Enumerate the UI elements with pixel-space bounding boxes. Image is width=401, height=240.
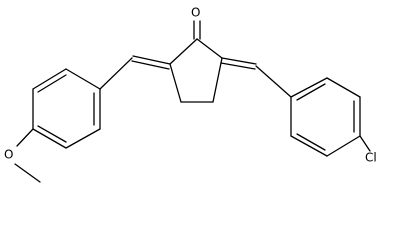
ring-bond-c4-c5 [169,63,182,103]
carbonyl-group: O [191,6,201,40]
molecule-structure: O O [4,6,377,183]
right-alkene-bond-a [221,57,257,65]
aryl-chlorine-bond [359,135,371,152]
right-ring-bond-5 [290,135,328,157]
left-ring-bond-5 [65,128,101,149]
structure-canvas: O O [4,6,377,183]
left-ring-bond-4 [32,128,67,149]
methoxyphenyl-ring [32,68,101,149]
oxygen-methyl-bond [14,163,41,183]
ether-oxygen-label: O [4,148,13,162]
ring-bond-c2-c3 [212,57,223,103]
left-alkene-bond-a [132,55,171,65]
carbonyl-oxygen-label: O [191,6,200,20]
right-ring-bond-2 [326,77,361,98]
right-ring-inner-1 [296,83,326,101]
cyclopentanone-ring [169,38,223,103]
left-ring-bond-2 [32,68,67,90]
right-exocyclic-alkene [220,57,292,98]
ring-bond-c1-c2 [196,38,223,59]
left-vinyl-to-ring-bond [99,57,133,90]
methoxy-group: O [4,128,41,183]
right-ring-inner-3 [296,133,326,151]
left-ring-bond-1 [65,68,101,90]
left-alkene-bond-b [131,60,170,70]
left-ring-inner-2 [37,125,67,143]
chloro-substituent: Cl [359,135,377,165]
left-exocyclic-alkene [99,55,171,90]
aryl-oxygen-bond [16,128,34,147]
right-ring-bond-1 [290,77,328,98]
right-vinyl-to-ring-bond [255,65,292,98]
chlorine-label: Cl [365,151,377,165]
right-ring-bond-4 [326,135,361,157]
ring-bond-c5-c1 [169,38,198,65]
right-alkene-bond-b [220,62,256,70]
chlorophenyl-ring [290,77,361,157]
left-ring-inner-1 [37,74,67,93]
